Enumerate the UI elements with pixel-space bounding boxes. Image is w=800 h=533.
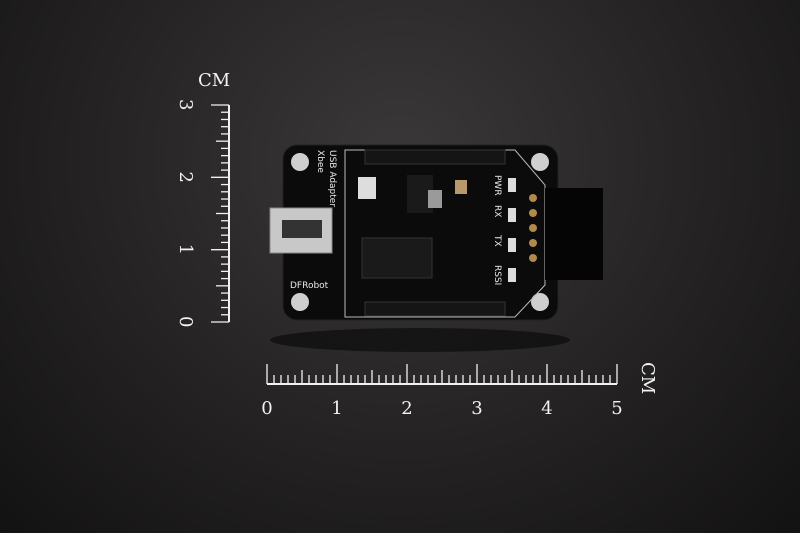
horizontal-ruler-label: 4: [541, 398, 552, 419]
horizontal-ruler-label: 2: [401, 398, 412, 419]
horizontal-ruler-label: 1: [331, 398, 342, 419]
board-subtitle: USB Adapter: [327, 150, 337, 207]
vertical-ruler-label: 2: [175, 171, 196, 182]
horizontal-ruler-unit: CM: [637, 362, 658, 394]
led-label: RX: [492, 205, 502, 217]
board-title: Xbee: [315, 150, 325, 173]
vertical-ruler: CM 0 1 2 3: [175, 70, 230, 327]
led-label: PWR: [492, 175, 502, 196]
ftdi-chip: [361, 237, 433, 279]
horizontal-ruler-label: 5: [611, 398, 622, 419]
vertical-ruler-label: 1: [175, 244, 196, 255]
xbee-socket: [545, 188, 603, 280]
horizontal-ruler: CM 0 1 2 3 4 5: [261, 362, 658, 419]
horizontal-ruler-label: 3: [471, 398, 482, 419]
vertical-ruler-label: 3: [175, 99, 196, 110]
header-pins: [529, 194, 537, 262]
vertical-ruler-label: 0: [175, 316, 196, 327]
brand-label: DFRobot: [290, 281, 329, 291]
xbee-usb-adapter-board: Xbee USB Adapter DFRobot PWR RX TX RSSI: [269, 144, 603, 352]
vertical-ruler-unit: CM: [198, 70, 230, 91]
mounting-holes: [291, 153, 549, 311]
led-label: TX: [492, 234, 502, 247]
led-label: RSSI: [492, 265, 502, 285]
horizontal-ruler-label: 0: [261, 398, 272, 419]
